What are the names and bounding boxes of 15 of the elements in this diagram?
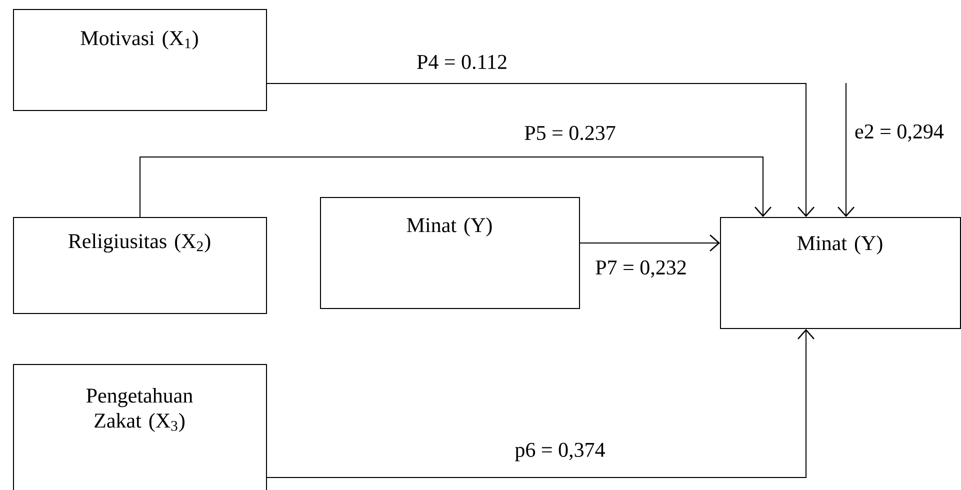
variable-box: Minat (Y) [720,217,961,329]
arrow [140,156,772,218]
variable-box: Religiusitas (X$_{2}$) [13,217,267,314]
edge-label: P7 = 0,232 [594,259,688,279]
arrow [266,329,814,478]
variable-box: Motivasi (X$_{1}$) [13,9,267,111]
arrow [580,234,720,252]
edge-label: P4 = 0.112 [416,54,508,70]
arrow [838,82,854,217]
edge-label: p6 = 0,374 [514,442,606,462]
variable-box: Minat (Y) [320,197,580,309]
variable-box: Pengetahuan Zakat (X$_{3}$) [13,364,267,490]
edge-label: e2 = 0,294 [854,123,945,143]
arrow [266,83,814,217]
edge-label: P5 = 0.237 [523,124,617,142]
